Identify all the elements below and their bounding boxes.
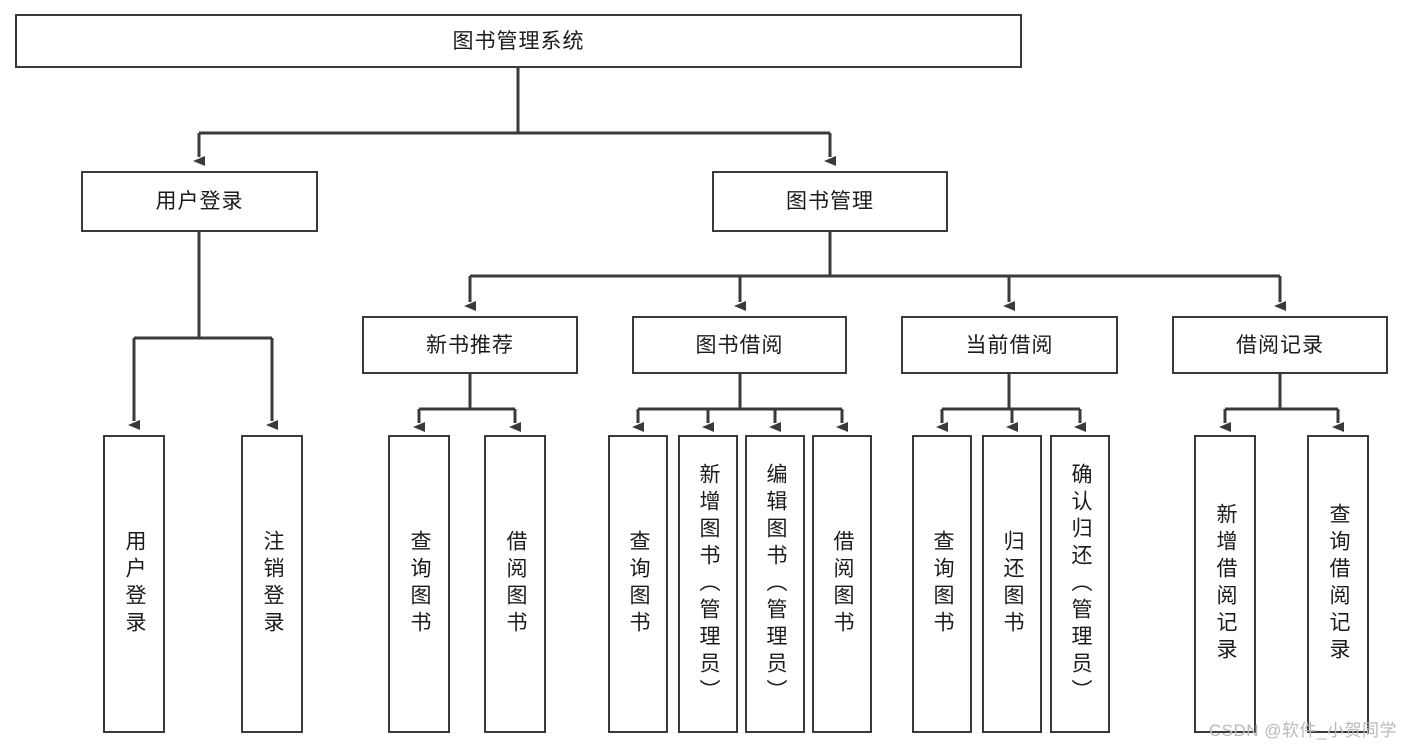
node-root[interactable]: 图书管理系统	[15, 14, 1022, 68]
node-leaf-edit-book-admin[interactable]: 编辑图书（管理员）	[745, 435, 805, 733]
node-leaf-return-book-label: 归还图书	[1001, 530, 1025, 638]
node-user-login-label: 用户登录	[155, 190, 244, 213]
node-leaf-return-book[interactable]: 归还图书	[982, 435, 1042, 733]
node-new-book-recommend[interactable]: 新书推荐	[362, 316, 578, 374]
node-leaf-query-book-current[interactable]: 查询图书	[912, 435, 972, 733]
node-book-borrow-label: 图书借阅	[695, 333, 784, 357]
node-leaf-query-borrow-record[interactable]: 查询借阅记录	[1307, 435, 1369, 733]
node-leaf-add-book-admin[interactable]: 新增图书（管理员）	[678, 435, 738, 733]
node-leaf-confirm-return-admin[interactable]: 确认归还（管理员）	[1050, 435, 1110, 733]
node-leaf-edit-book-admin-label: 编辑图书（管理员）	[764, 462, 788, 706]
node-book-manage-label: 图书管理	[786, 190, 874, 213]
node-book-borrow[interactable]: 图书借阅	[632, 316, 847, 374]
watermark: CSDN @软件_小贺同学	[1208, 721, 1397, 740]
node-leaf-query-book-rec[interactable]: 查询图书	[388, 435, 450, 733]
node-leaf-query-book-current-label: 查询图书	[931, 530, 955, 638]
node-new-book-recommend-label: 新书推荐	[426, 333, 514, 357]
node-leaf-add-book-admin-label: 新增图书（管理员）	[697, 462, 721, 706]
node-leaf-borrow-book[interactable]: 借阅图书	[812, 435, 872, 733]
node-root-label: 图书管理系统	[452, 29, 585, 53]
node-borrow-record[interactable]: 借阅记录	[1172, 316, 1388, 374]
node-current-borrow[interactable]: 当前借阅	[901, 316, 1118, 374]
node-leaf-borrow-book-rec-label: 借阅图书	[504, 530, 528, 638]
node-leaf-confirm-return-admin-label: 确认归还（管理员）	[1069, 462, 1093, 706]
node-leaf-query-borrow-record-label: 查询借阅记录	[1327, 503, 1351, 665]
node-current-borrow-label: 当前借阅	[965, 333, 1054, 357]
node-leaf-query-book-borrow[interactable]: 查询图书	[608, 435, 668, 733]
node-book-manage[interactable]: 图书管理	[712, 171, 948, 232]
node-leaf-user-login[interactable]: 用户登录	[103, 435, 165, 733]
node-leaf-query-book-borrow-label: 查询图书	[627, 530, 651, 638]
node-leaf-user-logout-label: 注销登录	[261, 530, 285, 638]
node-leaf-add-borrow-record[interactable]: 新增借阅记录	[1194, 435, 1256, 733]
node-user-login[interactable]: 用户登录	[81, 171, 318, 232]
node-leaf-user-logout[interactable]: 注销登录	[241, 435, 303, 733]
node-leaf-borrow-book-label: 借阅图书	[831, 530, 855, 638]
node-leaf-borrow-book-rec[interactable]: 借阅图书	[484, 435, 546, 733]
node-leaf-query-book-rec-label: 查询图书	[408, 530, 432, 638]
node-borrow-record-label: 借阅记录	[1236, 333, 1324, 357]
node-leaf-add-borrow-record-label: 新增借阅记录	[1214, 503, 1238, 665]
node-leaf-user-login-label: 用户登录	[123, 530, 147, 638]
